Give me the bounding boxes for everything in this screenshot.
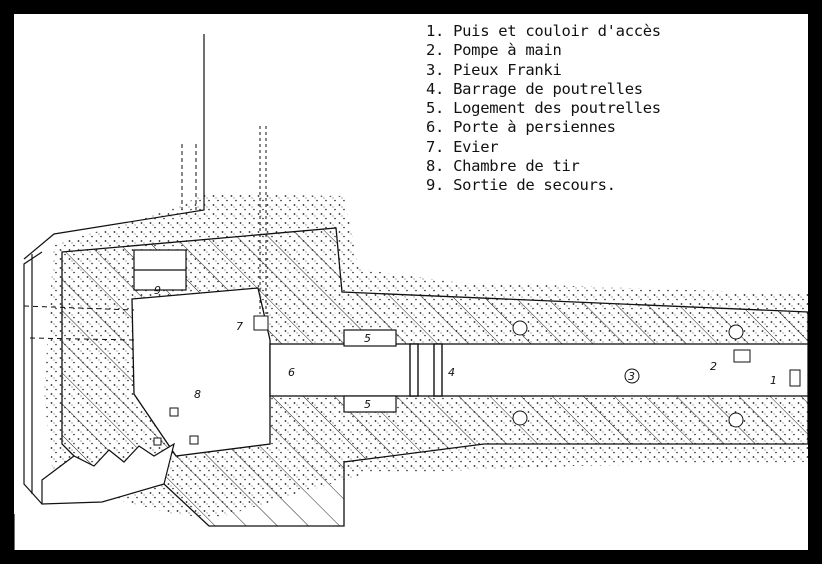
legend-item: 9. Sortie de secours. [426, 176, 616, 195]
legend-item: 5. Logement des poutrelles [426, 99, 661, 118]
legend-item: 2. Pompe à main [426, 41, 562, 60]
beam-barrier-1 [409, 343, 419, 397]
drawing-sheet: 1 2 3 4 5 5 6 7 8 9 1. Puis et couloir d… [14, 14, 808, 550]
marker [169, 407, 179, 417]
marker [189, 435, 199, 445]
marker [153, 437, 162, 446]
plan-label-5-top: 5 [364, 332, 371, 345]
pile [728, 324, 744, 340]
legend-list: 1. Puis et couloir d'accès 2. Pompe à ma… [426, 22, 661, 196]
legend-item: 8. Chambre de tir [426, 157, 580, 176]
plan-label-9: 9 [154, 284, 161, 297]
pile [728, 412, 744, 428]
beam-housing-top [343, 329, 397, 347]
access-shaft [181, 144, 197, 210]
legend-item: 6. Porte à persiennes [426, 118, 616, 137]
beam-housing-bottom [343, 395, 397, 413]
outer-wall [23, 251, 43, 505]
plan-label-2: 2 [710, 360, 717, 373]
firing-chamber [131, 287, 271, 457]
embrasure-steps [41, 442, 175, 505]
legend-item: 7. Evier [426, 137, 499, 156]
plan-label-6: 6 [288, 366, 295, 379]
dashed-overhang [23, 305, 135, 341]
plan-label-7: 7 [236, 320, 243, 333]
pile [624, 368, 640, 384]
legend-item: 4. Barrage de poutrelles [426, 79, 643, 98]
plan-label-5-bottom: 5 [364, 398, 371, 411]
plan-label-3: 3 [628, 370, 635, 383]
legend-item: 3. Pieux Franki [426, 60, 562, 79]
end-niche [789, 369, 801, 387]
pile [512, 320, 528, 336]
plan-label-1: 1 [770, 374, 777, 387]
plan-label-8: 8 [194, 388, 201, 401]
bunker-floor-plan: 1 2 3 4 5 5 6 7 8 9 [14, 34, 808, 550]
access-corridor [269, 343, 808, 397]
legend-item: 1. Puis et couloir d'accès [426, 22, 661, 40]
hand-pump [733, 349, 751, 363]
vent-pipe [259, 126, 267, 314]
sink [253, 315, 269, 331]
pile [512, 410, 528, 426]
plan-label-4: 4 [448, 366, 455, 379]
beam-barrier-2 [433, 343, 443, 397]
overhead-outline [14, 34, 205, 550]
